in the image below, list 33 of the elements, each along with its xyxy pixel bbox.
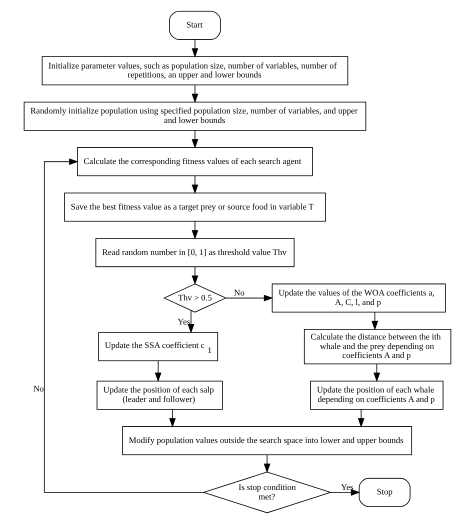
node-box: Modify population values outside the search space into lower and upper bounds bbox=[122, 426, 412, 456]
node-box: Initialize parameter values, such as population size, number of variables, number of repetitions, an upper and lower bounds bbox=[41, 56, 348, 86]
node-box: Save the best fitness value as a target prey or source food in variable T bbox=[64, 192, 326, 222]
arrow bbox=[330, 489, 360, 496]
arrow bbox=[191, 39, 198, 58]
node-box: Update the values of the WOA coefficients a, A, C, l, and p bbox=[271, 284, 446, 313]
node-diamond: Thv > 0.5 bbox=[162, 284, 226, 313]
edge-label: Yes bbox=[340, 482, 354, 492]
node-box: Calculate the corresponding fitness values of each search agent bbox=[76, 147, 312, 176]
node-box: Stop bbox=[358, 478, 410, 507]
arrow bbox=[43, 158, 204, 493]
arrow bbox=[191, 175, 198, 194]
node-diamond: Is stop condition met? bbox=[202, 472, 332, 514]
node-box: Read random number in [0, 1] as threshold value Thv bbox=[94, 238, 294, 268]
node-box: Update the position of each whale depending on coefficients A and p bbox=[310, 380, 443, 410]
arrow bbox=[191, 130, 198, 149]
edge-label: No bbox=[32, 384, 44, 394]
arrow bbox=[187, 310, 194, 334]
edge-label: Yes bbox=[177, 316, 190, 326]
arrow bbox=[154, 360, 161, 382]
node-box: Start bbox=[168, 10, 220, 40]
arrow bbox=[373, 364, 380, 382]
arrow bbox=[191, 84, 198, 104]
edge-label: No bbox=[234, 288, 244, 298]
arrow bbox=[357, 408, 364, 428]
arrow bbox=[191, 220, 198, 240]
arrow bbox=[224, 294, 273, 302]
arrow bbox=[191, 266, 198, 285]
arrow bbox=[263, 454, 270, 474]
node-box: Calculate the distance between the ith whale and the prey depending on coefficients A and p bbox=[303, 329, 451, 364]
arrow bbox=[168, 408, 176, 428]
node-box: Randomly initialize population using specified population size, number of variables, and upper and lower bounds bbox=[23, 102, 366, 131]
node-box: Update the position of each salp (leader and follower) bbox=[96, 380, 222, 410]
